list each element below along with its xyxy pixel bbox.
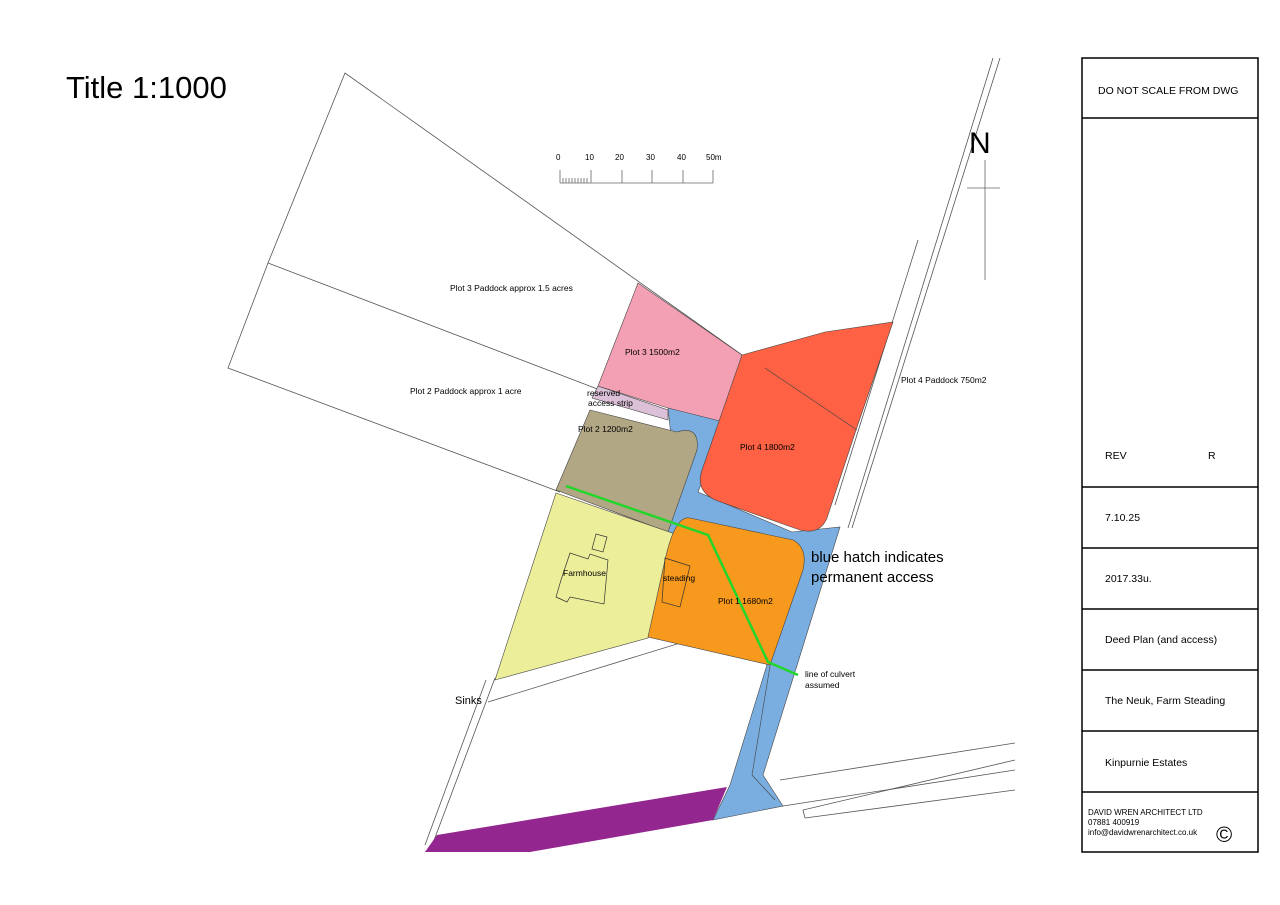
firm-email: info@davidwrenarchitect.co.uk <box>1088 828 1198 837</box>
title-block <box>1081 57 1259 853</box>
project-name: The Neuk, Farm Steading <box>1105 695 1225 707</box>
label-steading: steading <box>663 573 695 583</box>
label-reserved: access strip <box>588 398 633 408</box>
label-plot1: Plot 1 1680m2 <box>718 596 773 606</box>
north-arrow-icon <box>967 160 1000 280</box>
label-culvert: assumed <box>805 680 840 690</box>
scale-bar <box>559 170 714 184</box>
label-farmhouse: Farmhouse <box>563 568 606 578</box>
north-label: N <box>969 127 991 160</box>
label-culvert: line of culvert <box>805 669 856 679</box>
drawing-title: Title 1:1000 <box>66 70 227 105</box>
scale-tick: 20 <box>615 153 624 162</box>
plot-4 <box>699 321 894 532</box>
label-plot3-paddock: Plot 3 Paddock approx 1.5 acres <box>450 283 573 293</box>
label-sinks: Sinks <box>455 695 482 707</box>
copyright-icon: © <box>1216 822 1232 847</box>
firm-phone: 07881 400919 <box>1088 818 1140 827</box>
label-reserved: reserved <box>587 388 620 398</box>
label-blue-hatch: permanent access <box>811 569 934 586</box>
label-plot2: Plot 2 1200m2 <box>578 424 633 434</box>
purple-strip <box>425 787 727 852</box>
label-blue-hatch: blue hatch indicates <box>811 549 944 566</box>
buildings <box>555 533 691 608</box>
date: 7.10.25 <box>1105 512 1140 524</box>
reserved-access-strip <box>591 385 669 421</box>
label-plot4: Plot 4 1800m2 <box>740 442 795 452</box>
plot-1 <box>647 517 805 666</box>
scale-tick: 0 <box>556 153 561 162</box>
drawing-number: 2017.33u. <box>1105 573 1152 585</box>
label-plot2-paddock: Plot 2 Paddock approx 1 acre <box>410 386 522 396</box>
paddock-outlines <box>227 72 743 493</box>
rev-label: REV <box>1105 450 1127 462</box>
plot-2 <box>555 409 698 533</box>
farmhouse-plot <box>494 492 679 681</box>
scale-tick: 30 <box>646 153 655 162</box>
scale-tick: 40 <box>677 153 686 162</box>
label-plot4-paddock: Plot 4 Paddock 750m2 <box>901 375 987 385</box>
do-not-scale: DO NOT SCALE FROM DWG <box>1098 85 1238 97</box>
firm-name: DAVID WREN ARCHITECT LTD <box>1088 808 1203 817</box>
scale-tick: 50m <box>706 153 722 162</box>
scale-tick: 10 <box>585 153 594 162</box>
label-plot3: Plot 3 1500m2 <box>625 347 680 357</box>
drawing-title-block: Deed Plan (and access) <box>1105 634 1217 646</box>
client-name: Kinpurnie Estates <box>1105 757 1187 769</box>
culvert-line <box>565 484 799 677</box>
plot-3 <box>597 282 743 423</box>
roads <box>424 57 1016 846</box>
rev-value: R <box>1208 450 1216 462</box>
